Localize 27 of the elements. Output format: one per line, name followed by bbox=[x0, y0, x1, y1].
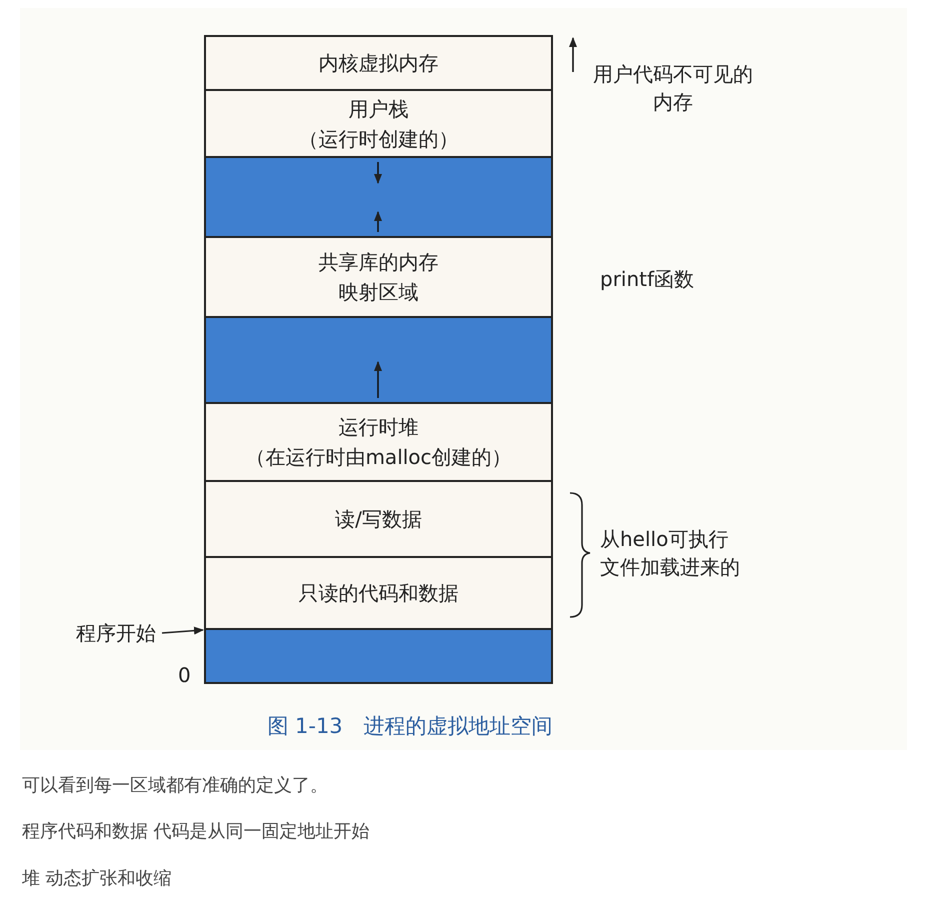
region-title: 内核虚拟内存 bbox=[318, 50, 438, 77]
memory-gap-band bbox=[204, 628, 553, 684]
paragraph: 可以看到每一区域都有准确的定义了。 bbox=[22, 774, 329, 797]
memory-region-box bbox=[204, 480, 553, 558]
side-note: 从hello可执行文件加载进来的 bbox=[600, 526, 741, 581]
memory-region-box bbox=[204, 402, 553, 482]
memory-region-box bbox=[204, 35, 553, 91]
region-title: 用户栈 bbox=[348, 96, 408, 122]
figure-caption: 图 1-13 进程的虚拟地址空间 bbox=[266, 713, 554, 740]
region-title: 读/写数据 bbox=[335, 506, 422, 533]
side-note: 用户代码不可见的内存 bbox=[592, 61, 754, 116]
region-note: （在运行时由malloc创建的） bbox=[245, 444, 512, 471]
memory-region-box bbox=[204, 89, 553, 158]
region-note: （运行时创建的） bbox=[298, 126, 458, 152]
region-title: 运行时堆 bbox=[338, 414, 418, 441]
side-label: 程序开始 bbox=[56, 618, 156, 648]
memory-gap-band bbox=[204, 316, 553, 404]
side-note: printf函数 bbox=[600, 266, 696, 293]
memory-region-box bbox=[204, 236, 553, 318]
paragraph: 程序代码和数据 代码是从同一固定地址开始 bbox=[22, 820, 371, 843]
axis-value: 0 bbox=[178, 662, 192, 689]
region-title: 共享库的内存映射区域 bbox=[318, 249, 440, 306]
memory-region-box bbox=[204, 556, 553, 630]
paragraph: 堆 动态扩张和收缩 bbox=[22, 867, 173, 890]
arrow bbox=[162, 626, 204, 635]
memory-gap-band bbox=[204, 156, 553, 238]
region-title: 只读的代码和数据 bbox=[298, 580, 458, 607]
